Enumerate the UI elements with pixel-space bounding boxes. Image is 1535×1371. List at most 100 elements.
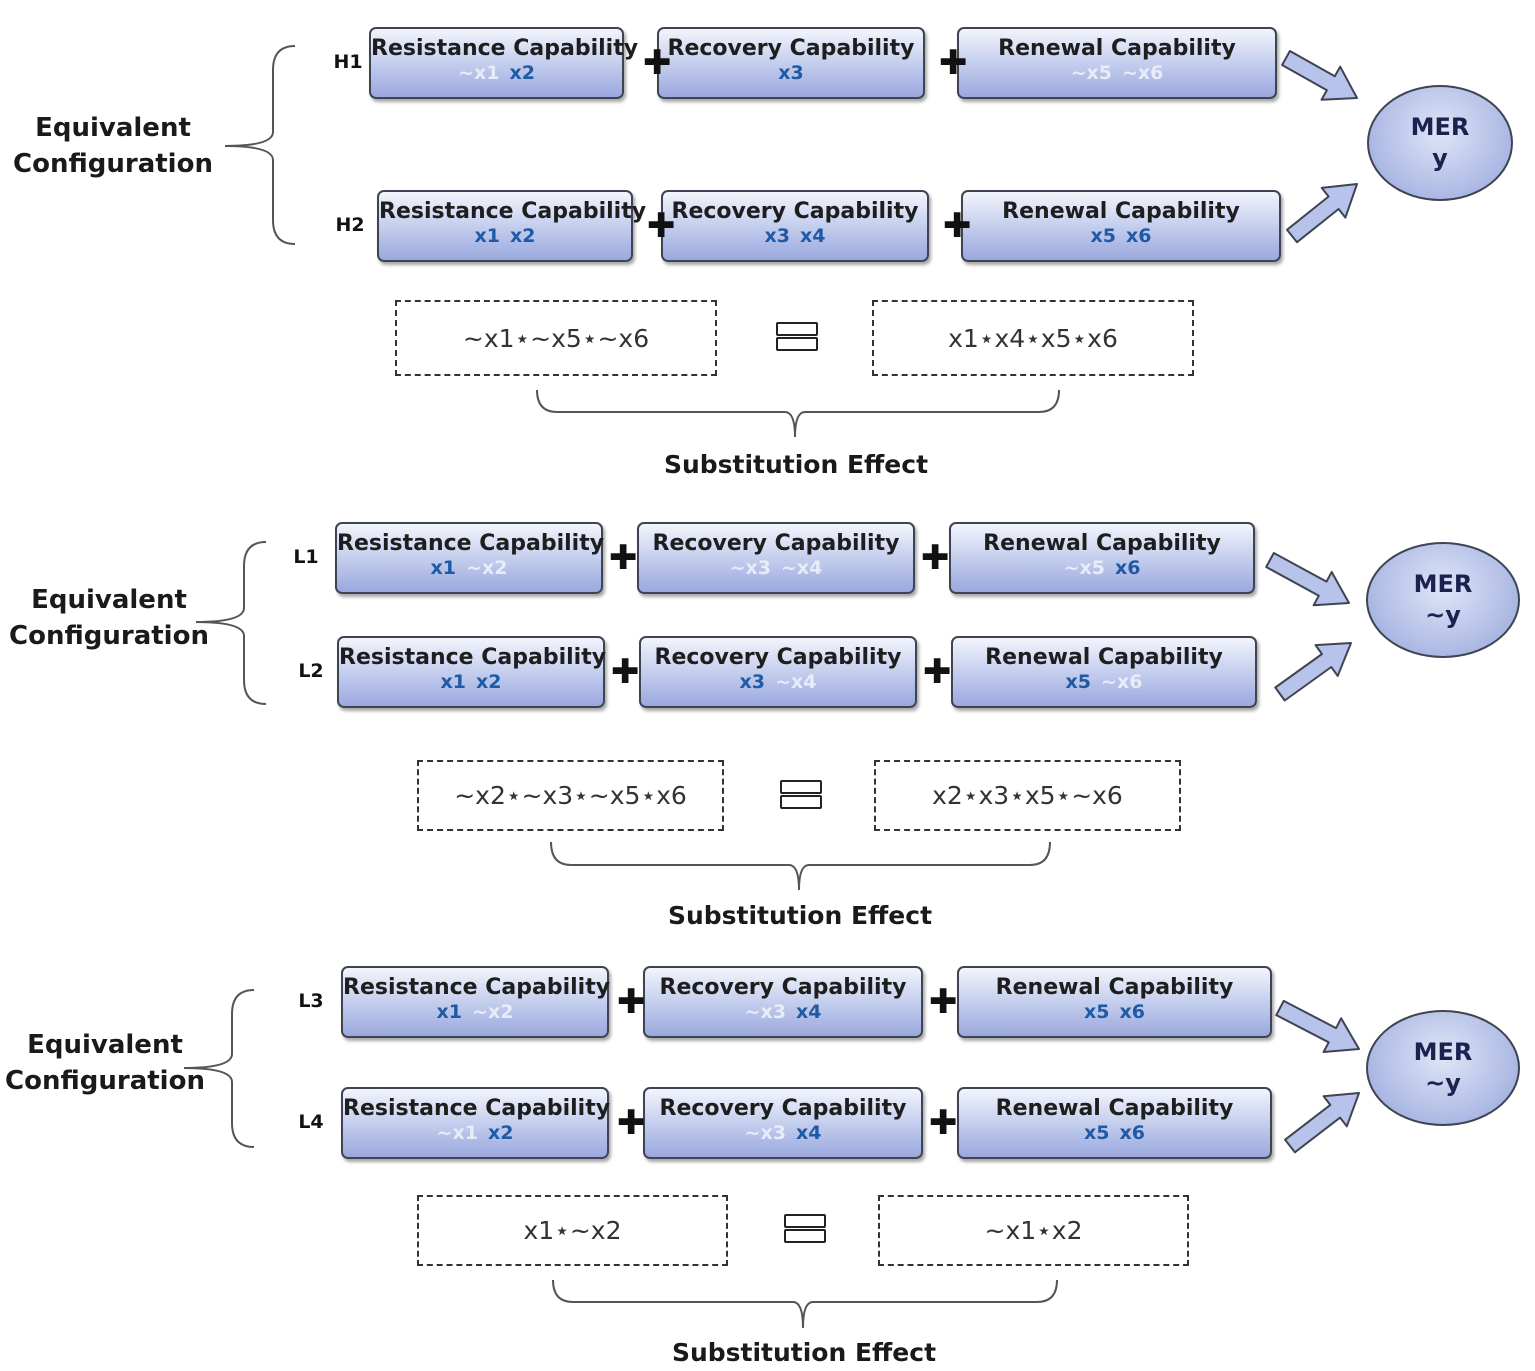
row-label: L3 <box>298 990 324 1012</box>
variable-present: x5 <box>1065 671 1092 693</box>
equivalence-bar-bottom <box>780 795 822 809</box>
variable-present: x2 <box>487 1122 514 1144</box>
capability-variables: x1~x2 <box>337 557 601 579</box>
row-label: L2 <box>298 660 324 682</box>
variable-absent: ~x5 <box>1070 62 1112 84</box>
capability-variables: ~x5 ~x6 <box>959 62 1275 84</box>
outcome-line1: MER <box>1413 570 1473 598</box>
row-label: H2 <box>335 214 365 236</box>
capability-title: Resistance Capability <box>343 1096 611 1121</box>
variable-present: x4 <box>800 225 826 247</box>
substitution-bracket <box>552 1279 1058 1329</box>
variable-present: x5 <box>1084 1122 1110 1144</box>
variable-absent: ~x1 <box>458 62 500 84</box>
plus-icon: ✚ <box>611 652 640 692</box>
capability-variables: x5~x6 <box>953 671 1255 693</box>
plus-icon: ✚ <box>647 206 676 246</box>
left-brace <box>195 541 267 705</box>
variable-present: x2 <box>509 62 535 84</box>
outcome-line2: y <box>1432 144 1448 172</box>
capability-title: Resistance Capability <box>339 645 607 670</box>
substitution-left-box: ~x2⋆~x3⋆~x5⋆x6 <box>417 760 724 831</box>
capability-variables: x1 ~x2 <box>343 1001 607 1023</box>
equivalence-bar-bottom <box>776 337 818 351</box>
variable-present: x1 <box>474 225 500 247</box>
variable-present: x6 <box>1126 225 1152 247</box>
outcome-line1: MER <box>1410 113 1470 141</box>
capability-title: Renewal Capability <box>998 36 1236 61</box>
equivalence-bar-top <box>784 1214 826 1228</box>
group-label-line2: Configuration <box>5 1066 205 1096</box>
plus-icon: ✚ <box>929 982 958 1022</box>
variable-absent: ~x6 <box>1122 62 1164 84</box>
plus-icon: ✚ <box>617 982 646 1022</box>
row-label: L1 <box>293 546 319 568</box>
substitution-left-box: ~x1⋆~x5⋆~x6 <box>395 300 717 376</box>
capability-title: Recovery Capability <box>671 199 919 224</box>
outcome-line1: MER <box>1413 1038 1473 1066</box>
variable-present: x2 <box>476 671 502 693</box>
substitution-right-box: ~x1⋆x2 <box>878 1195 1189 1266</box>
capability-title: Recovery Capability <box>667 36 915 61</box>
group-label-line1: Equivalent <box>35 113 191 143</box>
plus-icon: ✚ <box>643 43 672 83</box>
variable-absent: ~x5 <box>1063 557 1105 579</box>
substitution-label: Substitution Effect <box>671 1338 937 1367</box>
left-brace <box>224 45 296 245</box>
capability-title: Recovery Capability <box>659 1096 907 1121</box>
equivalence-bar-top <box>776 322 818 336</box>
capability-title: Recovery Capability <box>652 531 900 556</box>
group-label-line1: Equivalent <box>31 585 187 615</box>
equivalence-bar-top <box>780 780 822 794</box>
capability-variables: ~x3~x4 <box>639 557 913 579</box>
left-brace <box>183 989 255 1148</box>
block-arrow <box>1274 642 1352 702</box>
block-arrow <box>1265 552 1350 607</box>
equivalence-icon <box>780 780 822 810</box>
block-arrow <box>1275 999 1360 1053</box>
outcome-node: MER~y <box>1366 1010 1520 1126</box>
renewal-capability-box: Renewal Capability~x5 ~x6 <box>957 27 1277 99</box>
capability-title: Resistance Capability <box>343 975 611 1000</box>
variable-absent: ~x2 <box>472 1001 514 1023</box>
plus-icon: ✚ <box>921 538 950 578</box>
group-label-line2: Configuration <box>13 149 213 179</box>
variable-absent: ~x3 <box>744 1122 786 1144</box>
substitution-bracket <box>536 389 1060 438</box>
variable-present: x6 <box>1119 1122 1145 1144</box>
substitution-right-box: x2⋆x3⋆x5⋆~x6 <box>874 760 1181 831</box>
capability-variables: x3 <box>659 62 923 84</box>
outcome-line2: ~y <box>1425 601 1461 629</box>
variable-present: x5 <box>1084 1001 1110 1023</box>
equivalence-icon <box>784 1214 826 1244</box>
row-label: L4 <box>298 1111 324 1133</box>
block-arrow <box>1286 183 1358 244</box>
capability-title: Renewal Capability <box>995 1096 1234 1121</box>
outcome-node: MER ~y <box>1366 542 1520 658</box>
variable-present: x1 <box>436 1001 463 1023</box>
substitution-bracket <box>550 841 1051 891</box>
variable-present: x4 <box>795 1001 822 1023</box>
equivalence-icon <box>776 322 818 352</box>
